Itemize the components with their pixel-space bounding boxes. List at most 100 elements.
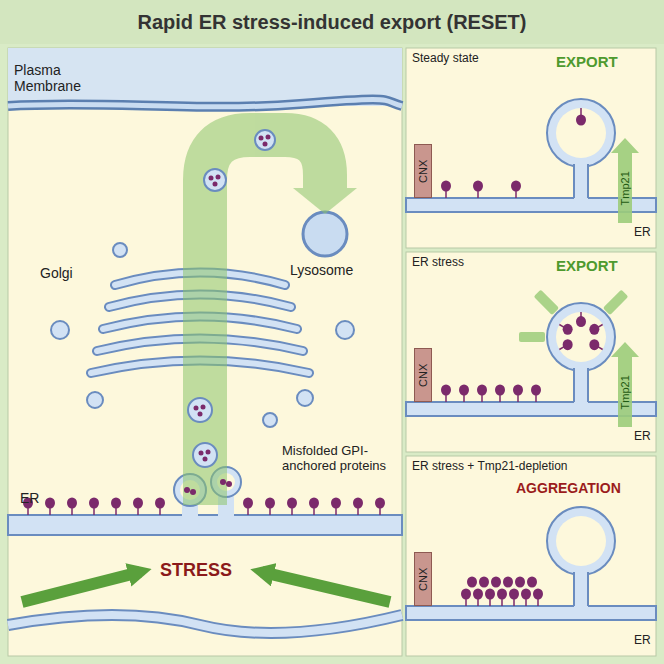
misfolded-proteins bbox=[89, 498, 99, 509]
detail-panel bbox=[574, 160, 588, 200]
tmp21-arrow bbox=[611, 138, 639, 223]
misfolded-proteins bbox=[209, 176, 214, 181]
detail-panel bbox=[406, 48, 656, 248]
right-panels bbox=[406, 48, 656, 656]
er-membrane bbox=[8, 615, 402, 633]
detail-panel bbox=[473, 181, 483, 192]
title-bar: Rapid ER stress-induced export (RESET) bbox=[0, 0, 664, 44]
cargo-vesicles bbox=[255, 130, 275, 150]
detail-panel bbox=[463, 395, 465, 402]
organelle-label: Golgi bbox=[40, 265, 73, 281]
detail-panel bbox=[556, 312, 606, 362]
detail-panel bbox=[535, 395, 537, 402]
vesicles bbox=[87, 392, 103, 408]
detail-panel bbox=[589, 324, 599, 335]
detail-panel bbox=[547, 99, 615, 167]
detail-panel bbox=[445, 191, 447, 198]
detail-panel bbox=[509, 589, 519, 600]
detail-panel: ER stressEXPORTTmp21ERCNX bbox=[406, 252, 656, 452]
detail-panel bbox=[563, 339, 573, 350]
misfolded-proteins bbox=[216, 175, 221, 180]
detail-panel bbox=[527, 577, 537, 588]
detail-panel bbox=[511, 181, 521, 192]
detail-panel bbox=[574, 568, 588, 608]
plasma-membrane bbox=[8, 100, 402, 107]
panel-heading: Steady state bbox=[412, 52, 479, 66]
cargo-vesicles bbox=[188, 398, 212, 422]
misfolded-proteins bbox=[269, 508, 271, 515]
cnx-box: CNX bbox=[414, 348, 432, 402]
misfolded-proteins bbox=[27, 508, 29, 515]
stress-arrows bbox=[22, 572, 140, 602]
detail-panel bbox=[503, 577, 513, 588]
detail-panel bbox=[556, 108, 606, 158]
misfolded-proteins bbox=[357, 508, 359, 515]
stress-label: STRESS bbox=[160, 560, 232, 581]
misfolded-proteins bbox=[309, 498, 319, 509]
detail-panel bbox=[587, 572, 589, 606]
membrane-label: Plasma Membrane bbox=[14, 62, 106, 94]
detail-panel bbox=[537, 599, 539, 606]
lysosome bbox=[303, 212, 347, 256]
cell-panel bbox=[8, 48, 402, 656]
misfolded-proteins bbox=[266, 135, 271, 140]
misfolded-proteins bbox=[203, 457, 208, 462]
detail-panel bbox=[491, 577, 501, 588]
misfolded-proteins bbox=[155, 498, 165, 509]
panel-heading: ER stress + Tmp21-depletion bbox=[412, 460, 568, 474]
detail-panel bbox=[580, 108, 582, 115]
tmp21-label: Tmp21 bbox=[619, 171, 632, 205]
detail-panel bbox=[576, 316, 586, 327]
misfolded-proteins bbox=[71, 508, 73, 515]
detail-panel bbox=[441, 181, 451, 192]
misfolded-proteins bbox=[194, 406, 199, 411]
er-label: ER bbox=[634, 430, 651, 444]
detail-panel bbox=[525, 599, 527, 606]
misfolded-proteins bbox=[220, 479, 226, 485]
detail-panel bbox=[563, 324, 573, 335]
export-arrow bbox=[293, 188, 357, 214]
cell-panel bbox=[8, 48, 402, 106]
cnx-box: CNX bbox=[414, 552, 432, 606]
detail-panel bbox=[485, 589, 495, 600]
detail-panel bbox=[513, 385, 523, 396]
misfolded-proteins bbox=[159, 508, 161, 515]
misfolded-proteins bbox=[263, 142, 268, 147]
export-label: EXPORT bbox=[556, 257, 618, 274]
misfolded-proteins bbox=[49, 508, 51, 515]
er-label: ER bbox=[634, 634, 651, 648]
detail-panel bbox=[406, 252, 656, 452]
detail-panel bbox=[587, 368, 589, 402]
misfolded-proteins bbox=[353, 498, 363, 509]
tmp21-arrow bbox=[611, 342, 639, 427]
detail-panel: ER stress + Tmp21-depletionAGGREGATIONER… bbox=[406, 456, 656, 656]
cargo-vesicles bbox=[188, 130, 275, 467]
detail-panel bbox=[573, 368, 575, 402]
misfolded-proteins bbox=[226, 481, 232, 487]
detail-panel bbox=[515, 191, 517, 198]
panel-heading: ER stress bbox=[412, 256, 464, 270]
detail-panel bbox=[576, 115, 586, 126]
detail-panel bbox=[519, 332, 545, 342]
detail-panel bbox=[495, 385, 505, 396]
misfolded-proteins bbox=[265, 498, 275, 509]
export-label: EXPORT bbox=[556, 53, 618, 70]
detail-panel bbox=[441, 385, 451, 396]
detail-panel: Steady stateEXPORTTmp21ERCNX bbox=[406, 48, 656, 248]
cnx-label: CNX bbox=[417, 159, 430, 182]
detail-panel bbox=[589, 339, 599, 350]
vesicles bbox=[336, 321, 354, 339]
misfolded-proteins bbox=[287, 498, 297, 509]
detail-panel bbox=[534, 290, 559, 315]
detail-panel bbox=[513, 599, 515, 606]
detail-panel bbox=[517, 395, 519, 402]
protein-label: Misfolded GPI-anchored proteins bbox=[282, 444, 400, 474]
er-membrane bbox=[8, 515, 402, 535]
cnx-box: CNX bbox=[414, 144, 432, 198]
cnx-label: CNX bbox=[417, 567, 430, 590]
detail-panel bbox=[533, 589, 543, 600]
detail-panel bbox=[499, 395, 501, 402]
misfolded-proteins bbox=[243, 498, 253, 509]
misfolded-proteins bbox=[115, 508, 117, 515]
